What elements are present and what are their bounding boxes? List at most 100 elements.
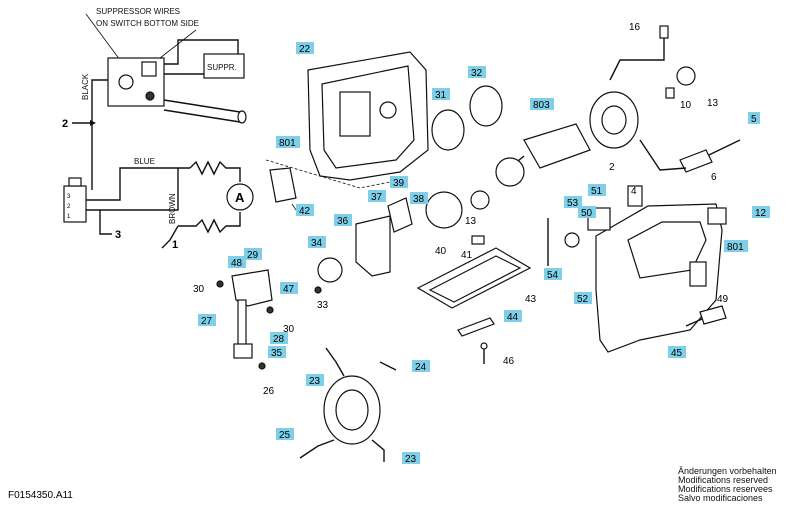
part-36-bracket bbox=[355, 215, 391, 277]
brown-wire-label: BROWN bbox=[168, 193, 177, 224]
part-23-lead bbox=[325, 347, 345, 377]
part-number-label: 33 bbox=[317, 300, 329, 311]
suppressor-box bbox=[203, 53, 245, 79]
motor-label: A bbox=[235, 190, 245, 205]
part-16-brush bbox=[659, 25, 669, 39]
part-number-label: 32 bbox=[468, 66, 486, 79]
part-number-highlight bbox=[410, 192, 428, 204]
ref-3-label: 3 bbox=[115, 229, 121, 241]
part-number-label: 53 bbox=[564, 196, 582, 209]
part-number-highlight bbox=[432, 88, 450, 100]
part-number-text: 16 bbox=[629, 22, 641, 33]
armature-fan bbox=[495, 157, 525, 187]
part-number-label: 45 bbox=[668, 346, 686, 359]
part-number-text: 25 bbox=[279, 430, 291, 441]
part-number-text: 35 bbox=[271, 348, 283, 359]
part-32-sleeve bbox=[469, 85, 503, 127]
part-number-highlight bbox=[468, 66, 486, 78]
field-assembly bbox=[299, 347, 397, 462]
part-number-label: 41 bbox=[461, 250, 473, 261]
part-number-text: 28 bbox=[273, 334, 285, 345]
part-39-plate bbox=[387, 197, 413, 233]
part-number-label: 6 bbox=[711, 172, 717, 183]
switch-lug bbox=[141, 61, 157, 77]
part-number-text: 42 bbox=[299, 206, 311, 217]
notice-line-de: Änderungen vorbehalten bbox=[678, 466, 777, 476]
part-number-label: 37 bbox=[368, 190, 386, 203]
part-number-text: 29 bbox=[247, 250, 259, 261]
part-number-label: 2 bbox=[609, 162, 615, 173]
part-number-label: 38 bbox=[410, 192, 428, 205]
part-number-highlight bbox=[668, 346, 686, 358]
part-number-text: 33 bbox=[317, 300, 329, 311]
part-number-label: 4 bbox=[631, 186, 637, 197]
part-2-field-bore bbox=[601, 105, 627, 135]
part-30-screw bbox=[266, 306, 274, 314]
housing-left-half bbox=[265, 51, 429, 211]
suppressor-note-line2: ON SWITCH BOTTOM SIDE bbox=[96, 19, 199, 28]
cable-wire bbox=[163, 99, 241, 113]
part-number-text: 5 bbox=[751, 114, 757, 125]
part-number-highlight bbox=[724, 240, 748, 252]
part-number-text: 36 bbox=[337, 216, 349, 227]
suppressor-note-line1: SUPPRESSOR WIRES bbox=[96, 7, 180, 16]
part-number-label: 16 bbox=[629, 22, 641, 33]
part-number-highlight bbox=[198, 314, 216, 326]
part-number-text: 2 bbox=[609, 162, 615, 173]
part-number-label: 47 bbox=[280, 282, 298, 295]
notice-line-en: Modifications reserved bbox=[678, 475, 768, 485]
part-number-text: 23 bbox=[309, 376, 321, 387]
part-number-label: 36 bbox=[334, 214, 352, 227]
part-41-block bbox=[471, 235, 485, 245]
part-number-label: 801 bbox=[724, 240, 748, 253]
part-number-text: 37 bbox=[371, 192, 383, 203]
part-number-label: 30 bbox=[283, 324, 295, 335]
part-number-highlight bbox=[578, 206, 596, 218]
switch-pin-1: 1 bbox=[67, 214, 71, 220]
part-number-label: 25 bbox=[276, 428, 294, 441]
part-number-highlight bbox=[270, 332, 288, 344]
field-coil-top bbox=[189, 160, 241, 182]
ref-1-label: 1 bbox=[172, 239, 178, 251]
part-number-text: 40 bbox=[435, 246, 447, 257]
part-number-highlight bbox=[390, 176, 408, 188]
part-30-screw bbox=[216, 280, 224, 288]
housing-boss bbox=[379, 101, 397, 119]
part-number-label: 13 bbox=[707, 98, 719, 109]
motor-symbol bbox=[226, 183, 254, 211]
blue-wire-label: BLUE bbox=[134, 157, 155, 166]
part-number-highlight bbox=[544, 268, 562, 280]
part-number-label: 46 bbox=[503, 356, 515, 367]
part-number-label: 801 bbox=[276, 136, 300, 149]
switch-terminal bbox=[118, 74, 134, 90]
part-number-label: 23 bbox=[402, 452, 420, 465]
part-number-text: 47 bbox=[283, 284, 295, 295]
part-number-highlight bbox=[280, 282, 298, 294]
part-number-label: 44 bbox=[504, 310, 522, 323]
base-parts bbox=[416, 218, 580, 364]
part-number-text: 54 bbox=[547, 270, 559, 281]
part-number-text: 38 bbox=[413, 194, 425, 205]
switch-terminal bbox=[145, 91, 155, 101]
part-49-key-head bbox=[699, 305, 727, 325]
part-number-label: 5 bbox=[748, 112, 760, 125]
part-number-text: 39 bbox=[393, 178, 405, 189]
part-29-guide bbox=[231, 269, 273, 307]
part-number-label: 50 bbox=[578, 206, 596, 219]
part-number-label: 31 bbox=[432, 88, 450, 101]
part-52-wheel bbox=[564, 232, 580, 248]
part-number-label: 40 bbox=[435, 246, 447, 257]
part-number-text: 24 bbox=[415, 362, 427, 373]
part-number-text: 13 bbox=[465, 216, 477, 227]
part-24-lead bbox=[379, 361, 397, 371]
part-number-highlight bbox=[530, 98, 554, 110]
housing-right-half bbox=[587, 185, 727, 353]
part-number-label: 34 bbox=[308, 236, 326, 249]
part-number-highlight bbox=[268, 346, 286, 358]
motor-parts bbox=[431, 25, 741, 187]
part-43-base-inner bbox=[428, 255, 522, 303]
ref-1-line bbox=[161, 225, 179, 249]
part-number-text: 801 bbox=[727, 242, 744, 253]
cable-lead bbox=[639, 139, 687, 171]
